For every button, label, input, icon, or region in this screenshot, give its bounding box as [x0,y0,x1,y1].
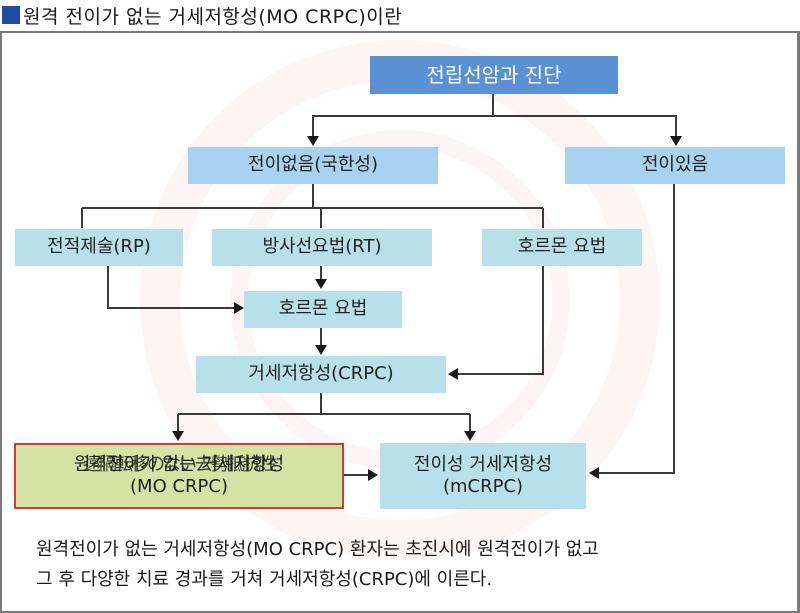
diagram-caption: 원격전이가 없는 거세저항성(MO CRPC) 환자는 초진시에 원격전이가 없… [36,535,599,595]
node-mcrpc-line2: (mCRPC) [442,476,524,497]
heading-title: 원격 전이가 없는 거세저항성(MO CRPC)이란 [23,5,403,28]
node-mcrpc: 전이성 거세저항성 (mCRPC) [380,443,586,509]
node-diagnosis: 전립선암과 진단 [370,56,618,94]
node-crpc-label: 거세저항성(CRPC) [248,363,394,385]
node-mo-crpc: 원격전이가 없는 거세저항성 遠隔転移のない去勢抵抗性 (MO CRPC) [14,443,344,509]
caption-line-1: 원격전이가 없는 거세저항성(MO CRPC) 환자는 초진시에 원격전이가 없… [36,539,599,560]
section-heading: 원격 전이가 없는 거세저항성(MO CRPC)이란 [2,2,402,28]
heading-bullet-square-icon [2,6,20,24]
node-hormone-therapy-right: 호르몬 요법 [482,229,642,266]
node-metastasis-label: 전이있음 [641,154,709,176]
node-metastasis: 전이있음 [565,147,785,184]
node-hormone-therapy-center: 호르몬 요법 [244,291,402,328]
node-diagnosis-label: 전립선암과 진단 [426,62,562,87]
node-mo-crpc-line1-korean: 원격전이가 없는 거세저항성 [73,453,285,475]
node-hormone-therapy-center-label: 호르몬 요법 [278,298,368,320]
node-mo-crpc-line2: (MO CRPC) [130,476,228,497]
node-no-metastasis-label: 전이없음(국한성) [248,154,378,176]
node-radical-prostatectomy-label: 전적제술(RP) [47,236,151,258]
node-mcrpc-line1: 전이성 거세저항성 [413,453,553,475]
node-radiation-therapy-label: 방사선요법(RT) [262,236,382,258]
node-no-metastasis: 전이없음(국한성) [188,147,438,184]
node-hormone-therapy-right-label: 호르몬 요법 [517,236,607,258]
node-mo-crpc-line1-japanese: 遠隔転移のない去勢抵抗性 [82,453,277,475]
caption-line-2: 그 후 다양한 치료 경과를 거쳐 거세저항성(CRPC)에 이른다. [36,569,493,590]
node-crpc: 거세저항성(CRPC) [196,356,446,393]
node-mo-crpc-line1: 원격전이가 없는 거세저항성 遠隔転移のない去勢抵抗性 [74,454,284,477]
node-radiation-therapy: 방사선요법(RT) [212,229,432,266]
node-radical-prostatectomy: 전적제술(RP) [15,229,183,266]
